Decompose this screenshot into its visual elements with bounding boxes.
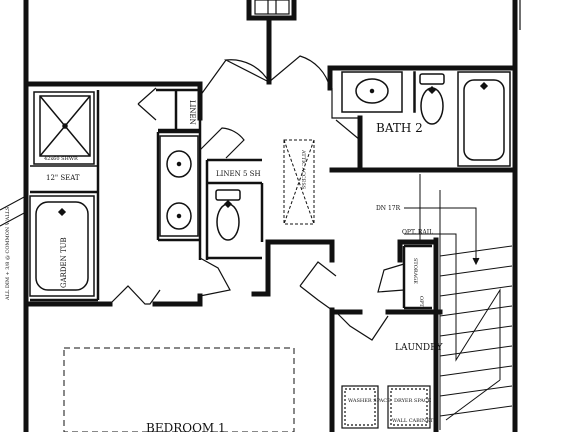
walls	[23, 0, 518, 432]
washer-label: WASHER SPACE	[348, 398, 391, 404]
side-note: ALL DIM + 3/8 @ COMMON WALLS	[4, 206, 11, 301]
garden-tub-label: GARDEN TUB	[60, 237, 68, 288]
sink-icon	[166, 202, 192, 230]
storage-label: STORAGE	[412, 258, 418, 284]
room-label-laundry: LAUNDRY	[395, 343, 444, 353]
garden-tub	[29, 195, 95, 297]
stairs	[404, 174, 513, 430]
bath2-fixtures	[341, 71, 511, 167]
shower-label: 42x60 SHWR	[44, 156, 78, 162]
shower	[30, 91, 98, 167]
opt-label: OPT.	[418, 296, 424, 308]
dimension-bracket	[0, 195, 27, 227]
toilets	[215, 73, 445, 241]
room-label-bath-2: BATH 2	[376, 121, 423, 135]
interior-partitions	[30, 88, 432, 310]
sink-icon	[166, 150, 192, 178]
bedroom-tray-ceiling	[63, 347, 295, 432]
top-window	[254, 0, 521, 30]
linen-5-shelf-label: LINEN 5 SH	[216, 170, 261, 178]
stair-down-label: DN 17R	[376, 205, 401, 212]
attic-access-label: ATTIC ACCESS	[300, 149, 306, 190]
wall-cabinet-label: WALL CABINET	[392, 418, 434, 424]
laundry-appliances	[341, 385, 431, 429]
dryer-label: DRYER SPACE	[394, 398, 432, 404]
room-label-bedroom-1: BEDROOM 1	[146, 421, 226, 432]
stair-rail-label: OPT. RAIL	[402, 229, 433, 236]
vanity	[159, 135, 199, 237]
doors	[109, 55, 405, 341]
linen-label: LINEN	[188, 100, 196, 125]
sink-icon	[355, 78, 389, 104]
attic-access	[283, 139, 315, 225]
seat-label: 12" SEAT	[46, 174, 80, 182]
